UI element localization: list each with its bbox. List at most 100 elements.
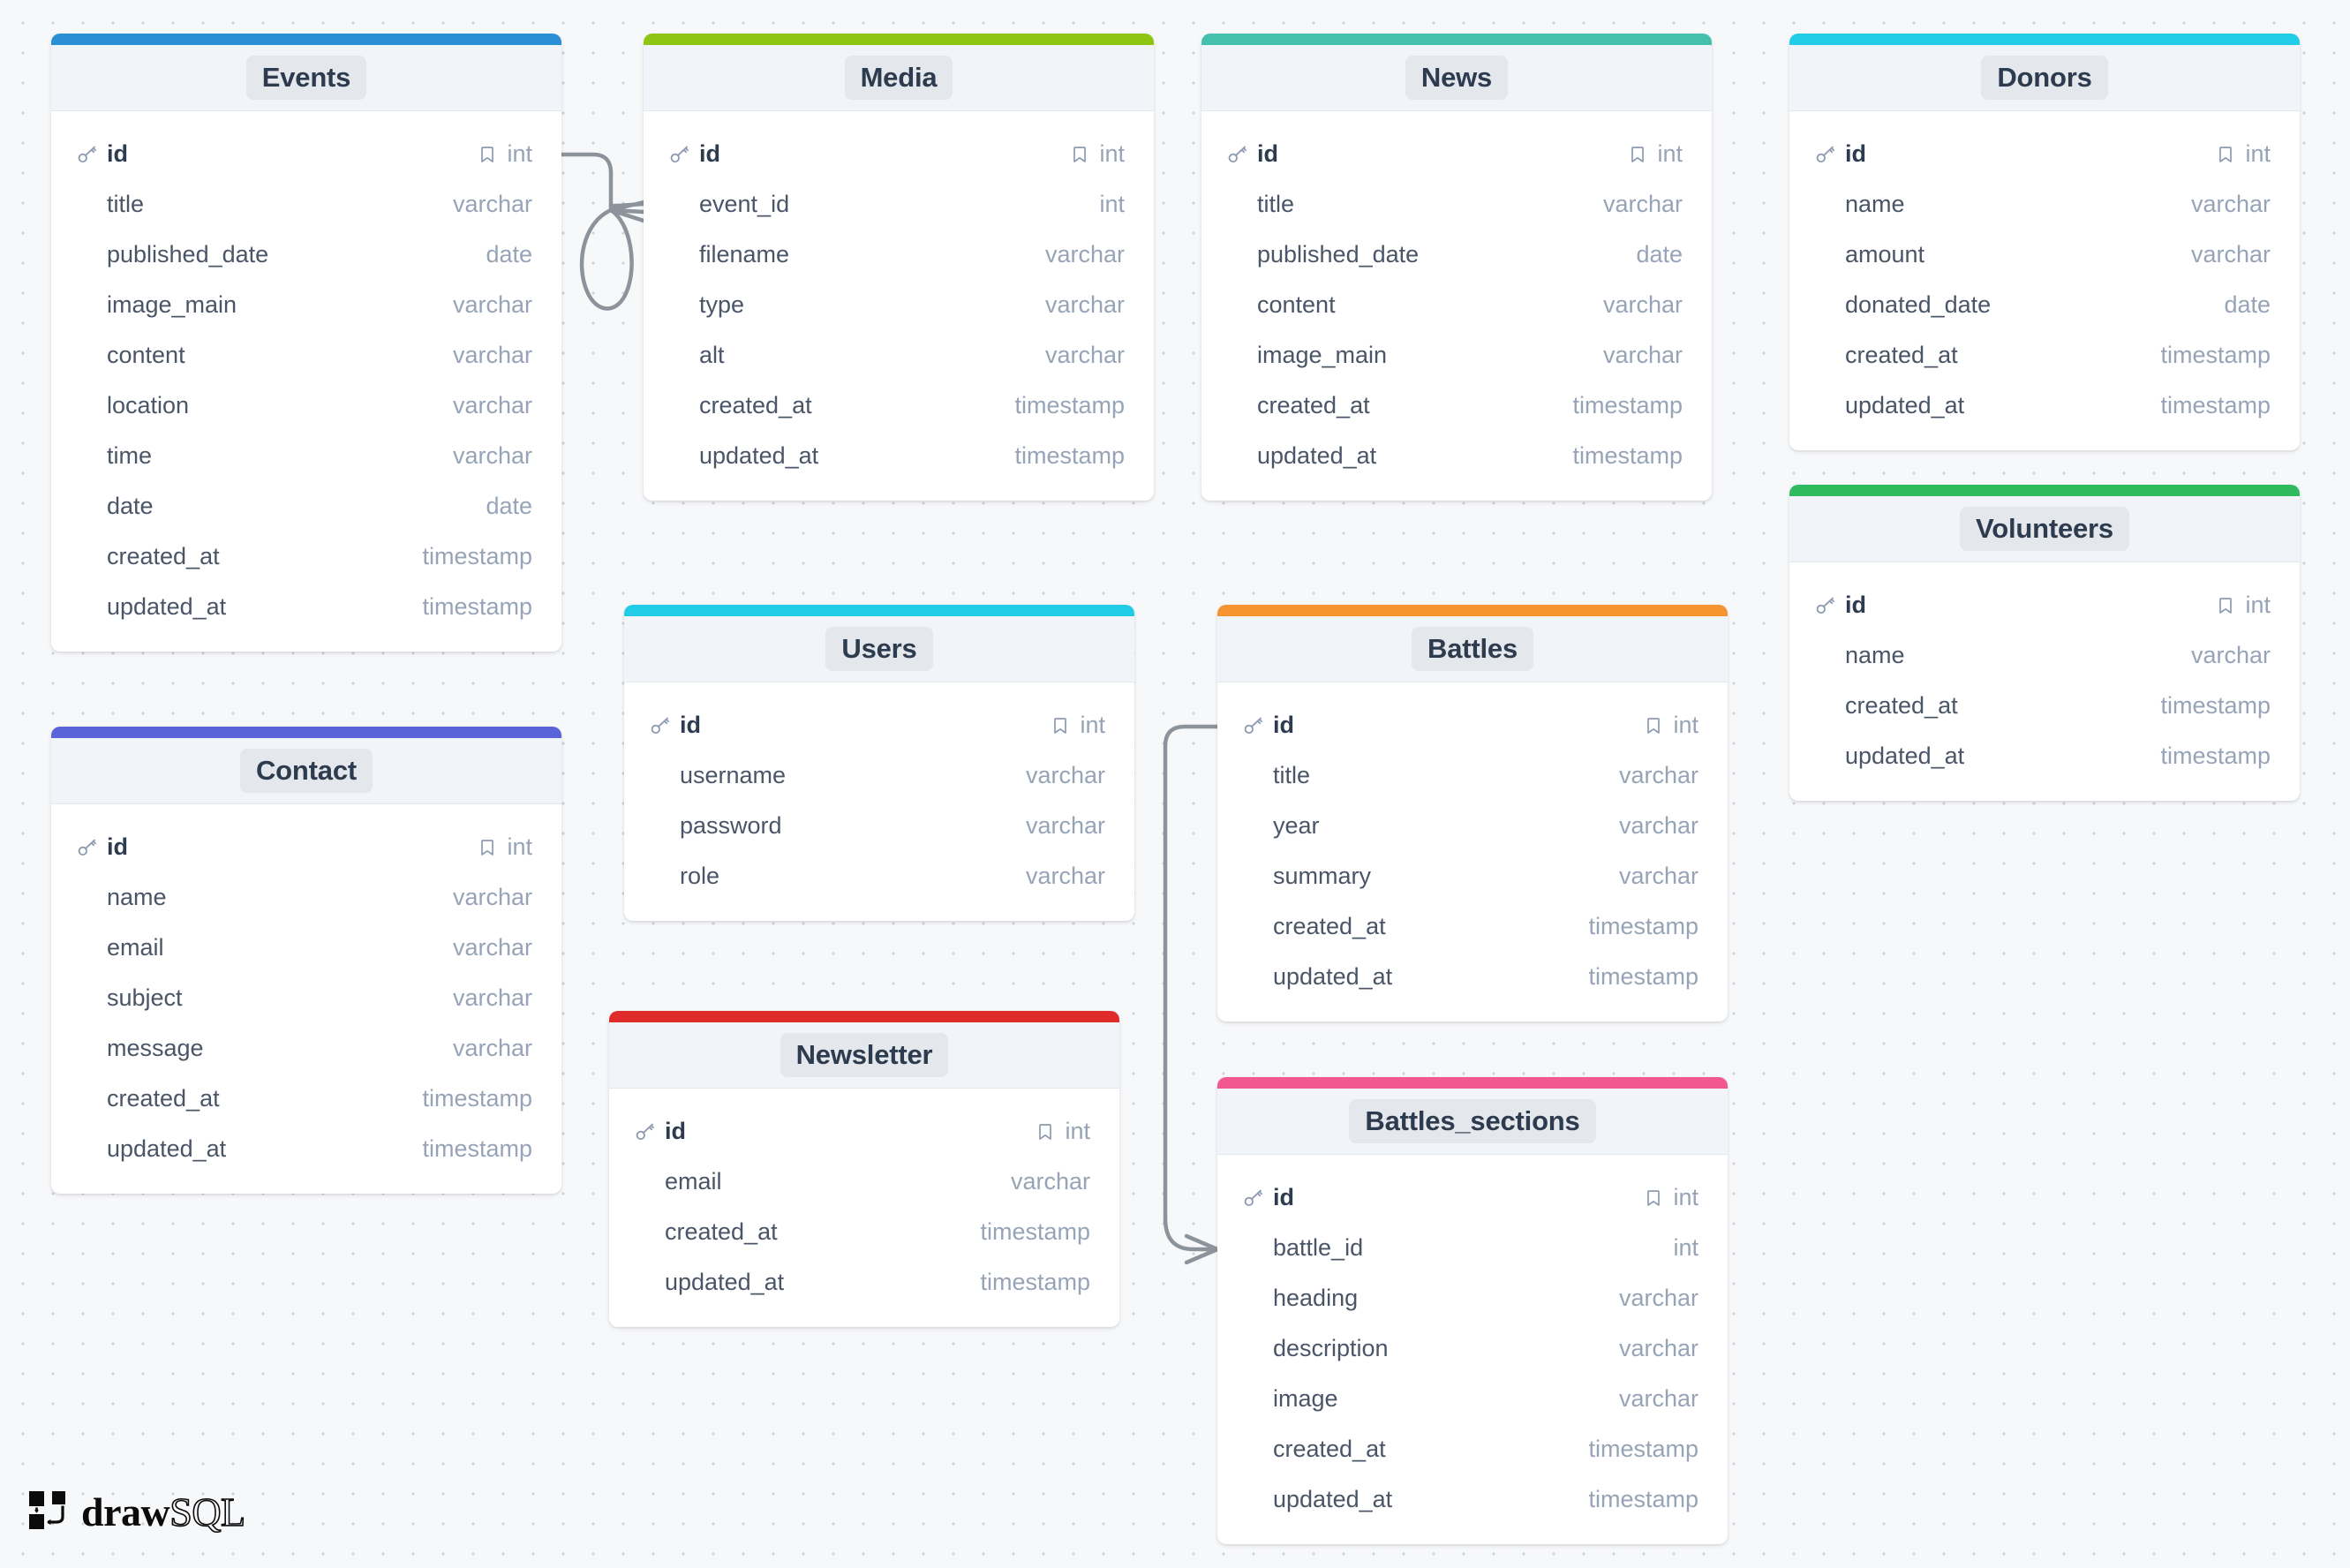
- column-type: timestamp: [1014, 442, 1125, 469]
- column-name: donated_date: [1845, 291, 1992, 318]
- column-type: timestamp: [422, 1085, 532, 1112]
- table-header[interactable]: Media: [644, 45, 1154, 111]
- table-name: Events: [245, 56, 367, 100]
- table-header[interactable]: Donors: [1789, 45, 2300, 111]
- index-bookmark-icon: [476, 836, 499, 859]
- table-header[interactable]: News: [1201, 45, 1712, 111]
- column-name: amount: [1845, 241, 1925, 268]
- table-header[interactable]: Battles_sections: [1217, 1089, 1728, 1155]
- column-name: id: [680, 712, 701, 738]
- column-type: timestamp: [2160, 692, 2271, 719]
- primary-key-icon: [1226, 143, 1249, 166]
- column-name: location: [107, 392, 190, 418]
- table-header[interactable]: Users: [624, 616, 1134, 682]
- column-name: alt: [699, 342, 725, 368]
- table-header[interactable]: Volunteers: [1789, 496, 2300, 562]
- table-accent-bar: [51, 727, 561, 738]
- column-type: timestamp: [2160, 743, 2271, 769]
- column-row[interactable]: amount varchar: [1789, 230, 2300, 280]
- table-header[interactable]: Events: [51, 45, 561, 111]
- table-header[interactable]: Battles: [1217, 616, 1728, 682]
- column-type: varchar: [452, 1035, 532, 1061]
- column-name: created_at: [1845, 342, 1958, 368]
- column-type: varchar: [2190, 241, 2271, 268]
- table-accent-bar: [1217, 1077, 1728, 1089]
- table-header[interactable]: Contact: [51, 738, 561, 804]
- table-header[interactable]: Newsletter: [609, 1022, 1119, 1089]
